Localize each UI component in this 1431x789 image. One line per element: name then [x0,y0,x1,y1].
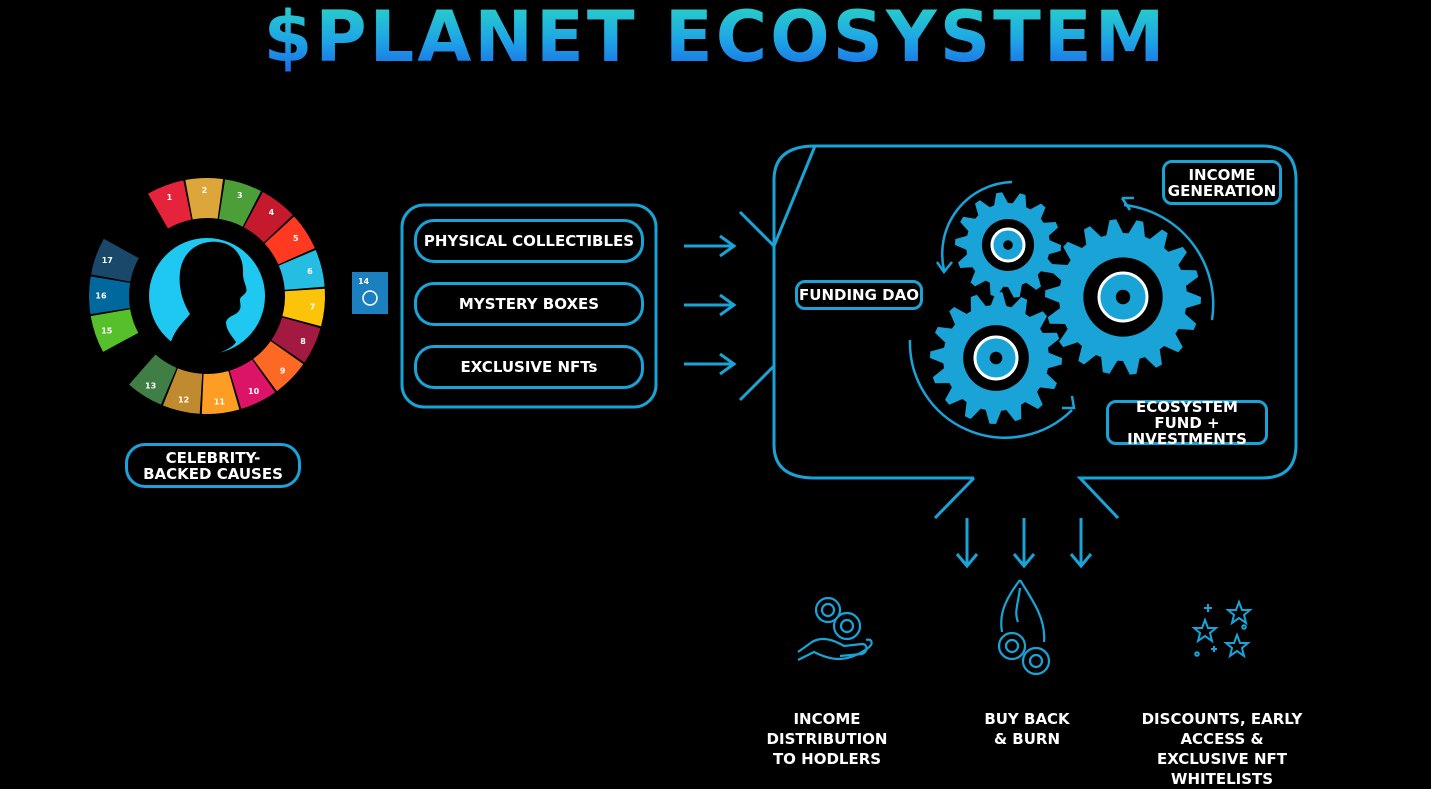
product-mystery-boxes: MYSTERY BOXES [414,282,644,326]
product-physical-collectibles: PHYSICAL COLLECTIBLES [414,219,644,263]
funding-box [738,144,1298,520]
sdg-number: 3 [237,191,243,200]
hand-coins-icon [797,596,873,661]
sdg-segment [129,354,177,405]
outcome-buy-back-burn: BUY BACK & BURN [984,710,1070,748]
sdg-number: 13 [145,382,156,391]
sdg-segment [91,238,139,282]
sdg-number: 7 [310,302,316,311]
gear-axle [1003,240,1013,250]
product-arrows [684,234,737,376]
sdg-number: 1 [167,193,173,202]
sdg-number: 17 [102,256,113,265]
sdg-14-tile: 14 [352,272,388,314]
arrow-down-icon [955,518,979,569]
sdg-number: 10 [248,387,260,396]
sdg-segment [90,309,139,352]
product-exclusive-nfts: EXCLUSIVE NFTs [414,345,644,389]
down-arrows [955,518,1093,569]
sdg-segment [278,250,325,290]
income-generation-label: INCOME GENERATION [1162,160,1282,205]
funding-dao-label: FUNDING DAO [795,280,923,310]
sdg-segment [253,341,304,392]
sdg-segment [89,276,131,315]
arrow-right-icon [684,293,737,317]
flame-coins-icon [997,579,1051,676]
gear-axle [1115,289,1131,305]
sdg-number: 12 [178,395,189,404]
silhouette-icon [149,238,265,358]
arrow-down-icon [1012,518,1036,569]
svg-text:14: 14 [358,277,370,286]
celebrity-backed-causes-label: CELEBRITY-BACKED CAUSES [125,443,301,488]
gears-icon [930,192,1201,424]
sdg-segment [185,178,224,220]
sdg-number: 16 [95,291,107,300]
outcome-income-distribution: INCOME DISTRIBUTION TO HODLERS [766,710,888,768]
products-box [400,203,658,409]
sdg-number: 8 [300,337,306,346]
sdg-number: 9 [280,366,286,375]
gear-axle [989,351,1003,365]
ecosystem-fund-label: ECOSYSTEM FUND + INVESTMENTS [1106,399,1268,447]
stars-icon [1191,599,1253,659]
sdg-segment [243,192,293,243]
arrow-right-icon [684,234,737,258]
cycle-arrows [908,180,1215,439]
sdg-segment [162,368,203,414]
sdg-segment [148,180,192,229]
sdg-segment [201,371,240,414]
page-title: $PLANET ECOSYSTEM [0,0,1431,74]
sdg-number: 5 [293,234,299,243]
sdg-segment [271,317,321,363]
arrow-right-icon [684,352,737,376]
sdg-number: 4 [269,208,275,217]
sdg-number: 2 [202,186,208,195]
sdg-segment [264,216,315,265]
sdg-segment [229,359,276,409]
sdg-number: 15 [101,327,113,336]
outcome-discounts: DISCOUNTS, EARLY ACCESS & EXCLUSIVE NFT … [1141,710,1303,788]
arrow-down-icon [1069,518,1093,569]
sdg-number: 11 [214,397,226,406]
sdg-segment [282,288,325,327]
sdg-number: 6 [307,267,313,276]
sdg-segment [218,179,262,227]
